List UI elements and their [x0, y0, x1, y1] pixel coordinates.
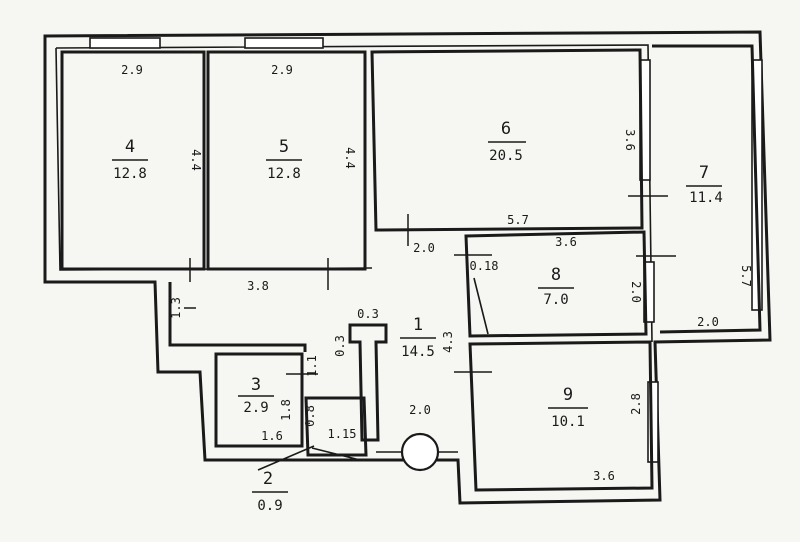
dim-r7-side: 5.7	[739, 265, 753, 287]
dim-r7-bottom: 2.0	[697, 315, 719, 329]
door-line-room8	[473, 277, 489, 335]
dim-hall-w: 1.3	[169, 297, 183, 319]
room-label-5: 5 12.8	[266, 137, 302, 182]
dim-r4-top: 2.9	[121, 63, 143, 77]
window-room5	[244, 37, 324, 49]
dim-hall-len: 3.8	[247, 279, 269, 293]
dim-r2-w: 0.8	[303, 405, 317, 427]
room-9-outline	[468, 340, 654, 492]
room-area-8: 7.0	[543, 292, 568, 308]
dim-r6-bottom: 5.7	[507, 213, 529, 227]
dim-r5-side: 4.4	[343, 147, 357, 169]
dim-hall-door: 2.0	[409, 403, 431, 417]
room-number-6: 6	[501, 119, 511, 139]
room-label-3: 3 2.9	[238, 375, 274, 416]
dim-r4-side: 4.4	[189, 149, 203, 171]
room-5-outline	[206, 50, 367, 271]
room-number-8: 8	[551, 265, 561, 285]
room-8-outline	[464, 230, 648, 338]
dimension-labels: 2.9 4.4 2.9 4.4 3.6 5.7 5.7 2.0 3.6 2.0 …	[121, 63, 753, 483]
dim-r8-side: 2.0	[629, 281, 643, 303]
room-area-2: 0.9	[257, 498, 282, 514]
room-area-1: 14.5	[401, 344, 435, 360]
room-label-8: 8 7.0	[538, 265, 574, 308]
dim-r2-len: 1.15	[328, 427, 357, 441]
dim-r5-top: 2.9	[271, 63, 293, 77]
room-area-4: 12.8	[113, 166, 147, 182]
dim-r3-side: 1.8	[279, 399, 293, 421]
dim-niche-h: 0.3	[333, 335, 347, 357]
dim-hall-side: 4.3	[441, 331, 455, 353]
dim-r9-side: 2.8	[629, 393, 643, 415]
room-7-outline	[652, 44, 762, 334]
room-number-4: 4	[125, 137, 135, 157]
door-line-room2	[311, 447, 361, 461]
room-label-4: 4 12.8	[112, 137, 148, 182]
room-number-2: 2	[263, 469, 273, 489]
room-area-6: 20.5	[489, 148, 523, 164]
dim-r6-side: 3.6	[623, 129, 637, 151]
room-area-7: 11.4	[689, 190, 723, 206]
room-6-outline	[370, 48, 644, 232]
room-number-7: 7	[699, 163, 709, 183]
tick-marks	[184, 195, 676, 471]
room-label-9: 9 10.1	[548, 385, 588, 430]
dim-r8-top: 3.6	[555, 235, 577, 249]
dim-r3-bottom: 1.6	[261, 429, 283, 443]
room-number-9: 9	[563, 385, 573, 405]
room-label-6: 6 20.5	[488, 119, 526, 164]
room-area-3: 2.9	[243, 400, 268, 416]
room-area-5: 12.8	[267, 166, 301, 182]
room-3-outline	[214, 352, 304, 448]
room-number-3: 3	[251, 375, 261, 395]
room-number-5: 5	[279, 137, 289, 157]
room-4-outline	[60, 50, 206, 271]
room-label-7: 7 11.4	[686, 163, 723, 206]
column-circle	[400, 432, 440, 472]
dim-r3-top: 1.1	[305, 355, 319, 377]
room-number-1: 1	[413, 315, 423, 335]
niche-outline	[348, 323, 388, 442]
dim-niche-w: 0.3	[357, 307, 379, 321]
dim-r8-door: 0.18	[470, 259, 499, 273]
interior-walls	[60, 44, 762, 492]
dim-hall-top: 2.0	[413, 241, 435, 255]
room-area-9: 10.1	[551, 414, 585, 430]
dim-r9-bottom: 3.6	[593, 469, 615, 483]
hall-corridor-wall	[168, 282, 307, 352]
room-label-2: 2 0.9	[252, 469, 288, 514]
window-room4	[89, 37, 161, 49]
room-label-1: 1 14.5	[400, 315, 436, 360]
